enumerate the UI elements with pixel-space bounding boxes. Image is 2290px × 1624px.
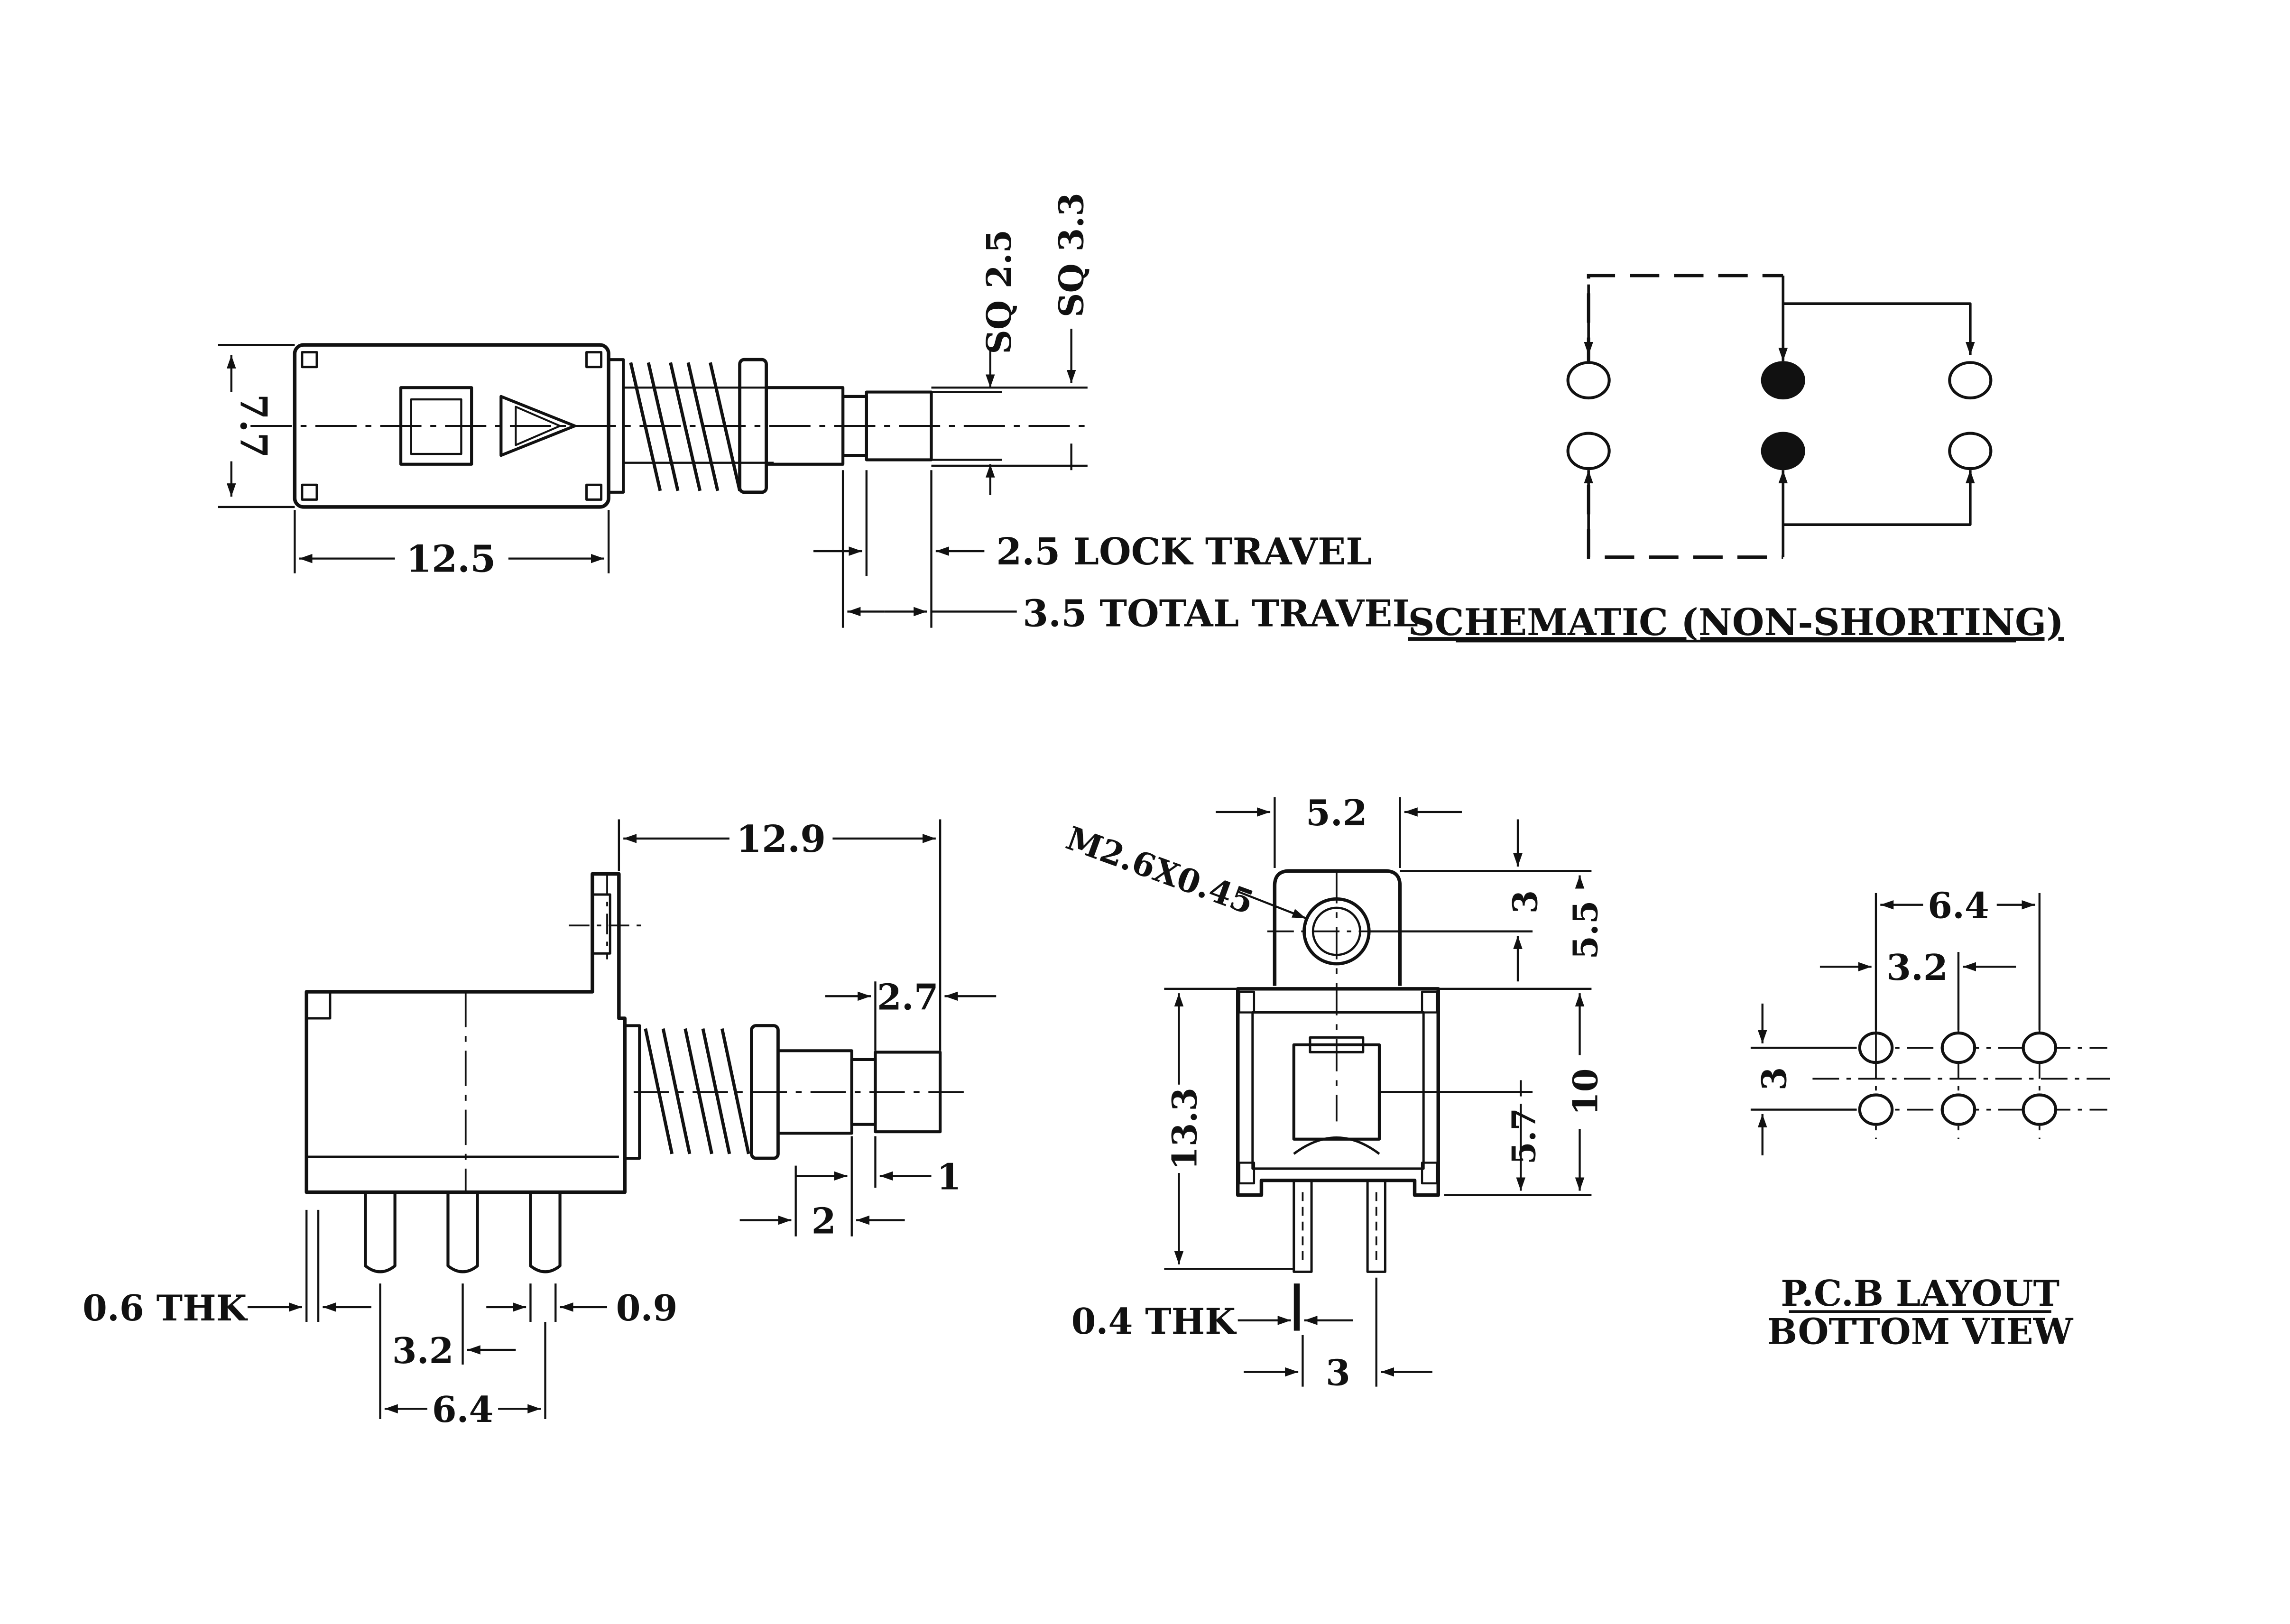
pcb-layout-title: P.C.B LAYOUT	[1781, 1273, 2059, 1314]
thread-label: M2.6X0.45	[1061, 819, 1258, 922]
front-pitch-large-label: 6.4	[432, 1389, 494, 1430]
overall-dim-label: 12.9	[736, 818, 826, 861]
total-height-label: 13.3	[1165, 1088, 1205, 1170]
dim-2-label: 2	[812, 1200, 836, 1242]
pcb-pitch-large-label: 6.4	[1928, 885, 1989, 927]
front-thickness-label: 0.6 THK	[83, 1287, 249, 1329]
pin-width-label: 0.9	[616, 1287, 678, 1329]
bracket-width-label: 5.2	[1306, 792, 1367, 834]
shaft-dim-label: 2.7	[877, 976, 939, 1018]
hole-offset-label: 3	[1505, 890, 1545, 914]
body-length-dim-label: 12.5	[406, 538, 496, 581]
schematic-title: SCHEMATIC (NON-SHORTING)	[1408, 601, 2064, 644]
shaft-sq-small-label: SQ 2.5	[979, 230, 1019, 354]
pin-spacing-label: 3	[1326, 1352, 1350, 1394]
height-dim-label: 7.7	[232, 394, 275, 458]
end-view: 5.2 M2.6X0.45 3 5.5 10 5.7 13.3 0.4 THK	[1061, 792, 1605, 1394]
pcb-layout: 6.4 3.2 3 P.C.B LAYOUT BOTTOM VIEW	[1750, 885, 2110, 1353]
total-travel-label: 3.5 TOTAL TRAVEL	[1023, 592, 1418, 636]
pcb-pitch-small-label: 3.2	[1886, 947, 1948, 988]
dim-1-label: 1	[937, 1156, 961, 1198]
front-pitch-small-label: 3.2	[392, 1330, 454, 1372]
front-view: 12.9 2.7 1 2 0.6 THK 0.9 3.2	[83, 818, 997, 1430]
lock-travel-label: 2.5 LOCK TRAVEL	[996, 530, 1372, 573]
side-view: 7.7 12.5 SQ 2.5 SQ 3.3 2.5 LOCK TRAVEL 3…	[218, 193, 1418, 636]
body-height-label: 10	[1566, 1069, 1606, 1116]
bracket-height-label: 5.5	[1566, 900, 1606, 959]
end-thickness-label: 0.4 THK	[1071, 1301, 1237, 1342]
center-height-label: 5.7	[1505, 1108, 1543, 1164]
pcb-layout-subtitle: BOTTOM VIEW	[1767, 1311, 2074, 1353]
pcb-row-spacing-label: 3	[1754, 1067, 1794, 1090]
schematic-diagram: SCHEMATIC (NON-SHORTING)	[1408, 274, 2064, 644]
shaft-sq-large-label: SQ 3.3	[1051, 193, 1091, 317]
